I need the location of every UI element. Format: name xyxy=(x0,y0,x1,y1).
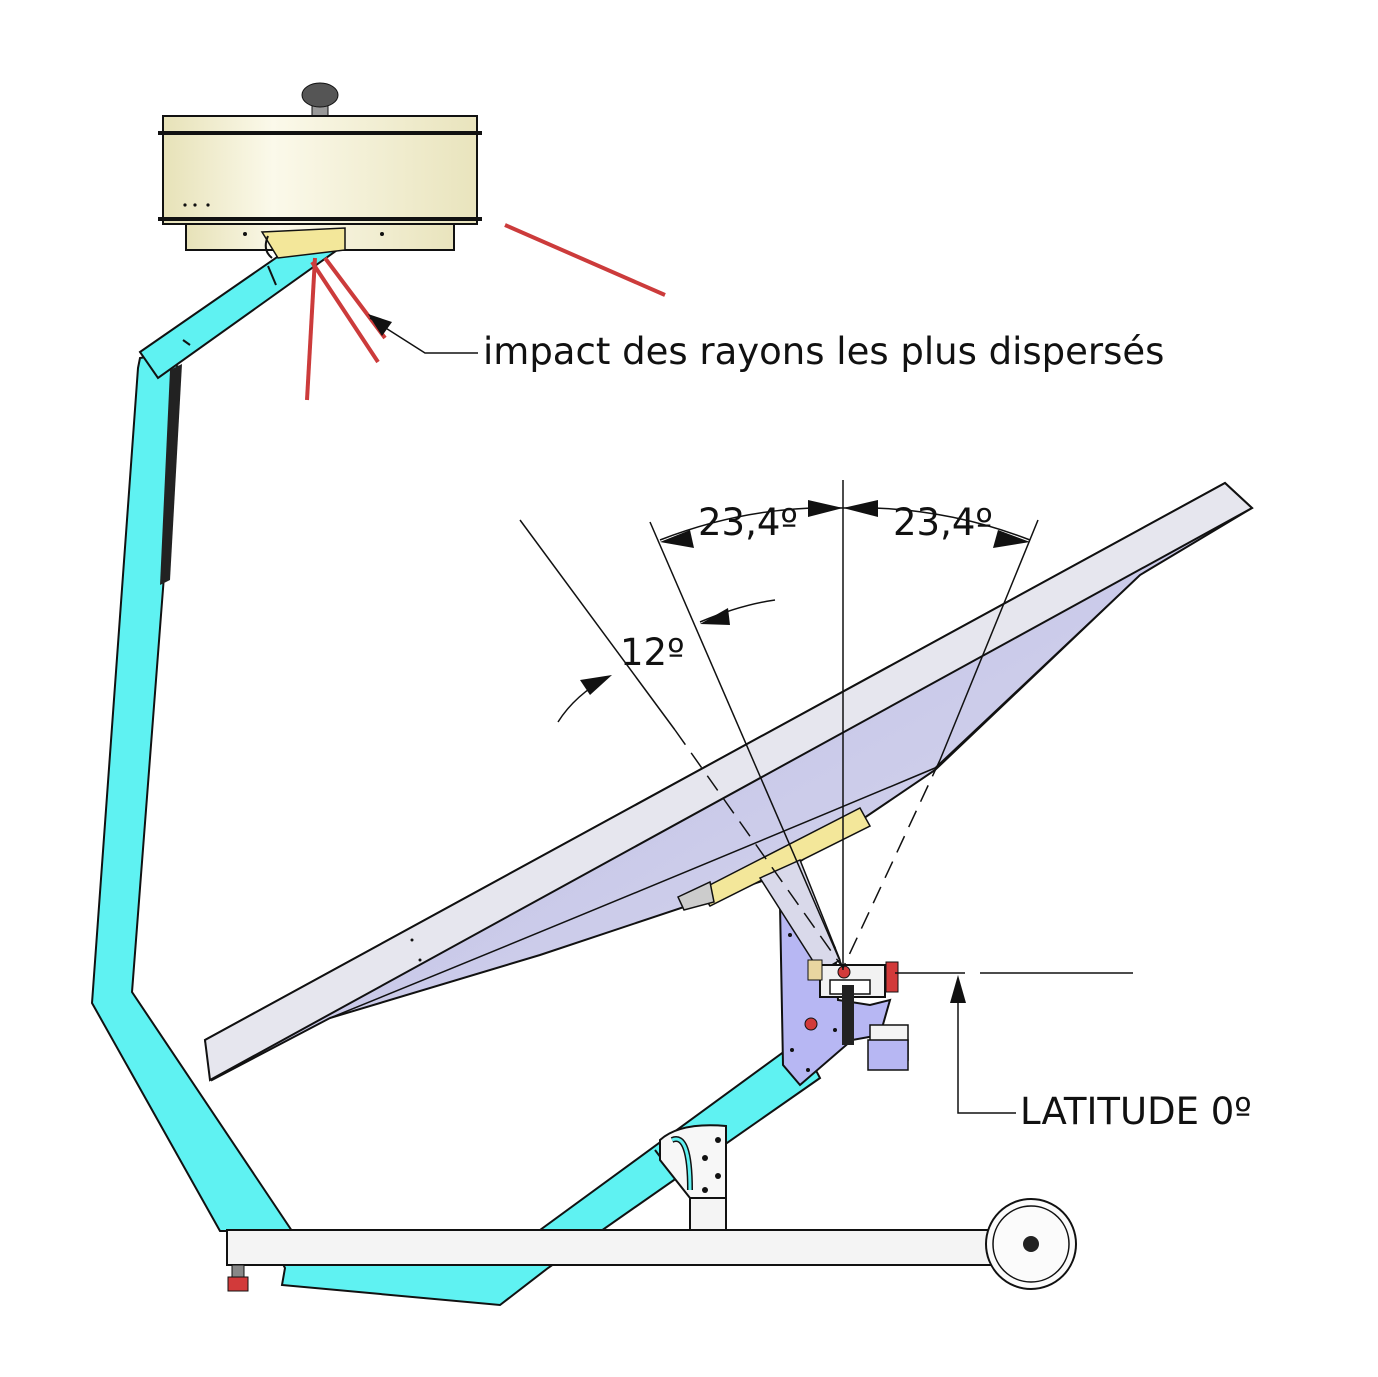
angle-label-small: 12º xyxy=(620,631,685,674)
pot-bracket xyxy=(260,227,346,259)
knob-icon xyxy=(301,82,339,108)
impact-leader xyxy=(368,314,478,354)
angle-line-left xyxy=(649,521,844,969)
mount xyxy=(758,858,909,1087)
foot-red xyxy=(227,1276,249,1292)
angle-construction xyxy=(519,480,1133,1114)
foot xyxy=(231,1264,245,1278)
ray xyxy=(305,257,317,401)
support-arm-dark-edge xyxy=(160,364,182,585)
angle-label-right: 23,4º xyxy=(893,501,993,544)
reflector-dish xyxy=(203,481,1254,1082)
reflector-rim xyxy=(203,481,1254,1082)
impact-label: impact des rayons les plus dispersés xyxy=(483,330,1164,373)
cooking-pot xyxy=(158,82,482,259)
angle-arrows xyxy=(580,500,1030,1003)
angle-label-left: 23,4º xyxy=(698,501,798,544)
ray xyxy=(504,223,666,297)
ray xyxy=(310,260,380,364)
base-tube xyxy=(226,1229,1028,1266)
base-bracket xyxy=(659,1124,727,1199)
support-arm xyxy=(90,353,294,1232)
angle-line-12 xyxy=(519,519,676,731)
latitude-label: LATITUDE 0º xyxy=(1020,1090,1252,1133)
angle-line-right xyxy=(939,519,1039,761)
base xyxy=(226,1124,1077,1292)
light-rays xyxy=(305,223,666,401)
